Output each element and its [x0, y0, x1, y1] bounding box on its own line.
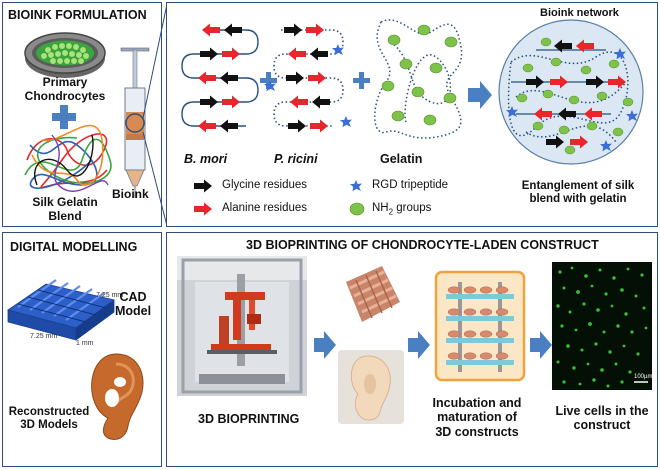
printed-ear-photo: [338, 350, 404, 424]
digital-modelling-header: DIGITAL MODELLING: [10, 240, 138, 254]
nh2-suffix: groups: [393, 202, 432, 214]
syringe-icon: [120, 47, 150, 198]
bioink-formulation-header: BIOINK FORMULATION: [8, 8, 147, 22]
bioprinting-label: 3D BIOPRINTING: [198, 412, 300, 426]
p-ricini-label: P. ricini: [274, 152, 318, 166]
primary-label-line2: Chondrocytes: [24, 88, 106, 103]
bioprinter-photo: [177, 256, 307, 396]
nh2-legend-icon: [349, 202, 365, 216]
b-mori-label: B. mori: [184, 152, 228, 166]
flow-arrow: [468, 81, 492, 109]
petri-dish-icon: [24, 32, 106, 78]
blend-label-line2: Blend: [48, 208, 82, 223]
cad-line2: Model: [114, 304, 152, 319]
fluorescence-micrograph: [552, 262, 652, 390]
primary-label-line1: Primary: [42, 75, 88, 89]
ear-model-icon: [91, 353, 144, 440]
entanglement-caption: Entanglement of silk blend with gelatin: [508, 180, 648, 206]
nh2-subscript: 2: [388, 207, 394, 217]
silk-fiber-tangle-icon: [24, 124, 112, 192]
cad-dim-x: 7.25 mm: [30, 333, 58, 340]
cad-dim-z: 1 mm: [76, 340, 94, 347]
live-cells-line2: construct: [573, 418, 631, 433]
cad-line1: CAD: [119, 290, 147, 304]
reconstructed-models-label: Reconstructed 3D Models: [4, 406, 94, 432]
entanglement-line1: Entanglement of silk: [521, 180, 635, 192]
live-cells-caption: Live cells in the construct: [548, 404, 656, 433]
blend-label-line1: Silk Gelatin: [32, 195, 98, 209]
gelatin-network: [374, 19, 463, 139]
incubation-line3: 3D constructs: [435, 424, 519, 439]
scale-bar-label: 100µm: [634, 374, 653, 380]
incubation-line2: maturation of: [437, 410, 517, 425]
primary-chondrocytes-label: Primary Chondrocytes: [10, 75, 120, 104]
live-cells-line1: Live cells in the: [555, 404, 649, 418]
molecular-diagram: [181, 19, 644, 216]
incubation-caption: Incubation and maturation of 3D construc…: [412, 396, 542, 439]
alanine-legend-label: Alanine residues: [222, 202, 308, 214]
bioink-network-title: Bioink network: [540, 7, 619, 19]
incubation-line1: Incubation and: [432, 396, 522, 410]
nh2-prefix: NH: [372, 202, 389, 214]
recon-line2: 3D Models: [20, 419, 78, 432]
cad-dim-y: 7.25 mm: [96, 292, 124, 299]
rgd-legend-label: RGD tripeptide: [372, 179, 449, 191]
gelatin-label: Gelatin: [380, 152, 423, 166]
printed-scaffold-photo: [346, 266, 400, 322]
incubator-rack-icon: [434, 270, 526, 382]
glycine-legend-label: Glycine residues: [222, 179, 308, 191]
b-mori-chain: [181, 23, 259, 133]
cad-model-label: CAD Model: [108, 290, 158, 319]
plus-icon: [52, 105, 76, 129]
digital-modelling-panel: [2, 232, 162, 467]
entanglement-line2: blend with gelatin: [529, 193, 627, 206]
cad-grid-block-icon: [7, 279, 115, 341]
bioink-label: Bioink: [112, 187, 149, 201]
silk-gelatin-blend-label: Silk Gelatin Blend: [10, 195, 120, 224]
recon-line1: Reconstructed: [8, 406, 90, 418]
bioprinting-header: 3D BIOPRINTING OF CHONDROCYTE-LADEN CONS…: [246, 238, 599, 252]
nh2-legend-label: NH2 groups: [372, 202, 431, 216]
bioink-network-circle: [498, 19, 644, 165]
